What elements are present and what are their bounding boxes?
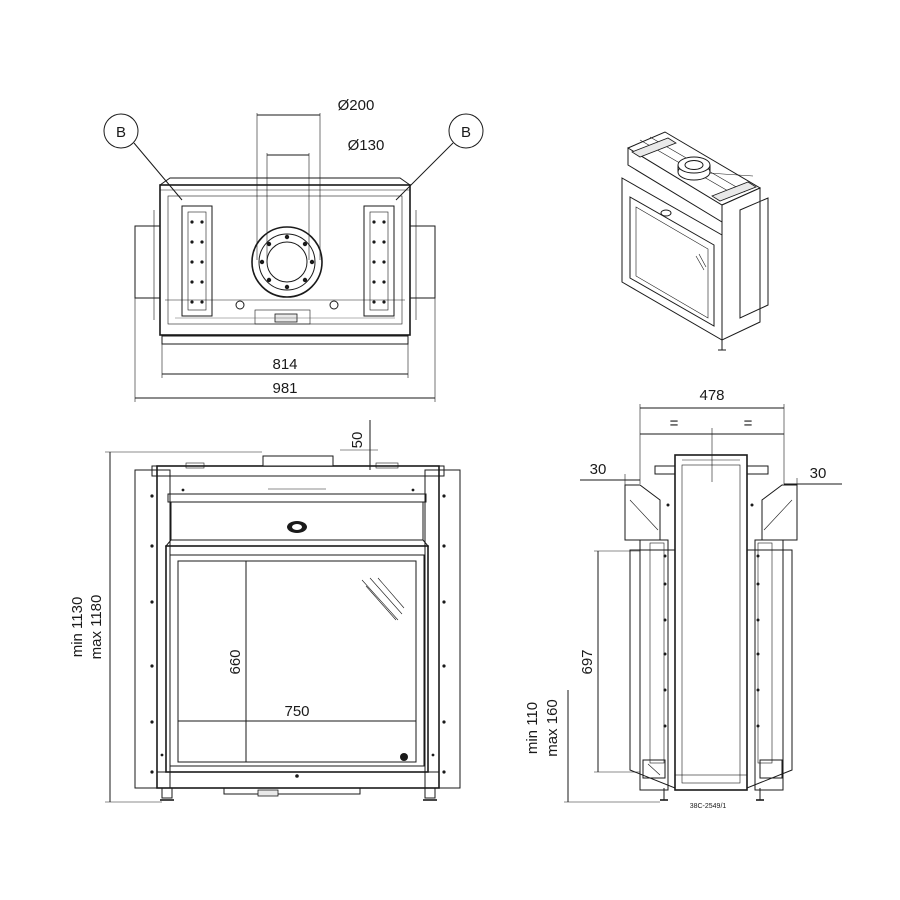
dim-glass-width: 750 <box>284 703 309 720</box>
top-view-right-wing <box>409 225 436 299</box>
dim-height-min: min 1130 <box>69 597 86 658</box>
callout-b-right-label: B <box>461 124 471 141</box>
top-view-flue-outer <box>251 226 323 298</box>
callout-b-left-label: B <box>116 124 126 141</box>
drawing-number: 38C-2549/1 <box>690 803 727 810</box>
front-view: 50 min 1130 max 1180 660 750 <box>69 420 461 803</box>
dim-equal-left: = <box>670 415 679 432</box>
dim-base-min: min 110 <box>524 702 541 754</box>
front-left-panel <box>134 469 171 789</box>
top-view-left-bracket <box>181 205 213 317</box>
dim-side-glass-height: 697 <box>579 649 596 674</box>
dim-base-max: max 160 <box>544 699 561 757</box>
front-door-frame <box>165 545 429 773</box>
dim-offset-left: 30 <box>590 461 607 478</box>
dim-height-max: max 1180 <box>88 595 105 660</box>
dim-width-inner: 814 <box>272 356 297 373</box>
side-right-housing <box>746 549 793 789</box>
dim-glass-height: 660 <box>227 649 244 674</box>
callout-b-right <box>448 113 484 149</box>
front-glass <box>177 560 417 763</box>
dim-width-outer: 981 <box>272 380 297 397</box>
top-view-left-wing <box>134 225 161 299</box>
dim-offset-right: 30 <box>810 465 827 482</box>
dim-flue-outer: Ø200 <box>338 97 375 114</box>
dim-equal-right: = <box>744 415 753 432</box>
callout-b-left <box>103 113 139 149</box>
isometric-view <box>621 131 769 351</box>
iso-front-face <box>621 177 723 341</box>
dim-depth: 478 <box>699 387 724 404</box>
side-view: 478 = = 30 30 697 min 110 max 160 38C-25… <box>524 387 842 810</box>
dim-flue-inner: Ø130 <box>348 137 385 154</box>
dim-top-offset: 50 <box>349 432 366 449</box>
front-right-panel <box>424 469 461 789</box>
top-view: Ø200 Ø130 B B 814 981 <box>103 97 484 402</box>
top-view-right-bracket <box>363 205 395 317</box>
side-column <box>674 454 748 791</box>
